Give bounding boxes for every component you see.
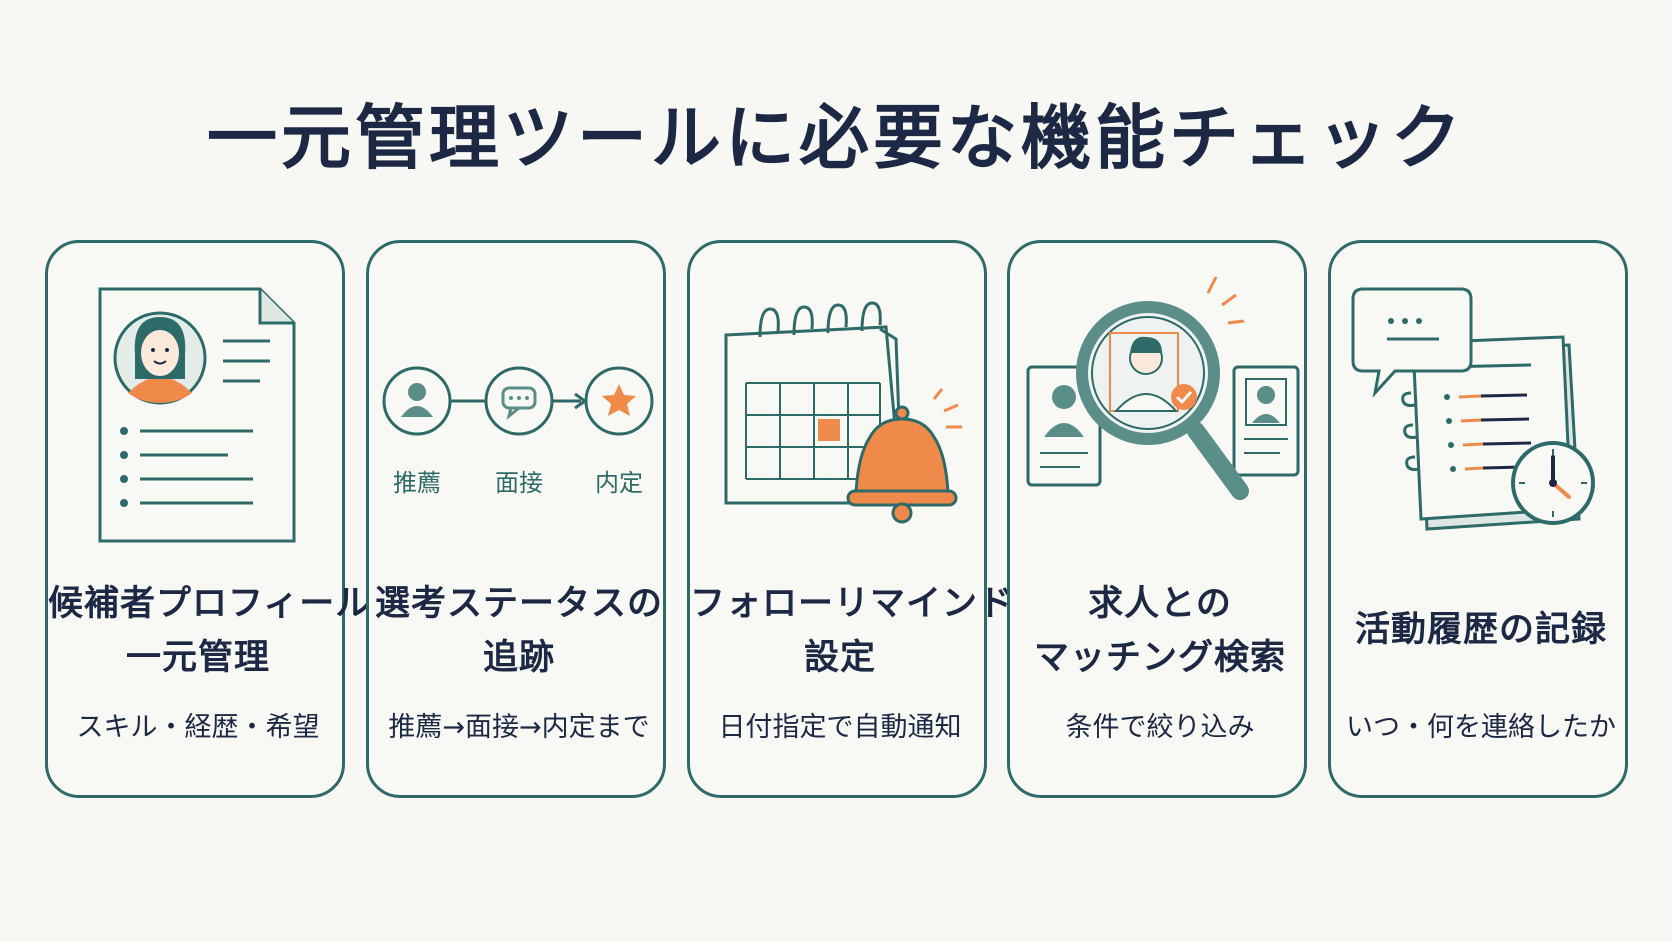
status-flow-icon xyxy=(382,366,654,436)
feature-card-status-tracking: 推薦 面接 内定 選考ステータスの 追跡 推薦→面接→内定まで xyxy=(366,240,666,798)
card-title: 候補者プロフィール 一元管理 xyxy=(48,584,372,678)
stage-label-recommend: 推薦 xyxy=(393,469,441,497)
card-title: 求人との マッチング検索 xyxy=(1033,584,1286,678)
magnifier-search-icon xyxy=(1026,276,1300,500)
candidate-profile-document-icon xyxy=(98,287,296,543)
calendar-bell-icon xyxy=(724,301,962,524)
feature-card-candidate-profile: 候補者プロフィール 一元管理 スキル・経歴・希望 xyxy=(45,240,372,798)
feature-card-matching-search: 求人との マッチング検索 条件で絞り込み xyxy=(1007,240,1307,798)
stage-label-offer: 内定 xyxy=(595,469,643,497)
history-notebook-clock-icon xyxy=(1351,287,1595,531)
card-subtitle: 推薦→面接→内定まで xyxy=(388,712,650,743)
feature-card-follow-reminder: フォローリマインド 設定 日付指定で自動通知 xyxy=(687,240,1015,798)
card-title: フォローリマインド 設定 xyxy=(690,584,1015,678)
stage-label-interview: 面接 xyxy=(495,469,543,497)
card-subtitle: 日付指定で自動通知 xyxy=(718,712,962,743)
page-title: 一元管理ツールに必要な機能チェック xyxy=(207,97,1465,179)
card-title: 選考ステータスの 追跡 xyxy=(374,584,663,678)
card-title: 活動履歴の記録 xyxy=(1354,610,1607,650)
card-subtitle: いつ・何を連絡したか xyxy=(1346,712,1616,743)
card-subtitle: スキル・経歴・希望 xyxy=(76,712,320,743)
card-subtitle: 条件で絞り込み xyxy=(1065,712,1255,743)
feature-card-activity-history: 活動履歴の記録 いつ・何を連絡したか xyxy=(1328,240,1628,798)
